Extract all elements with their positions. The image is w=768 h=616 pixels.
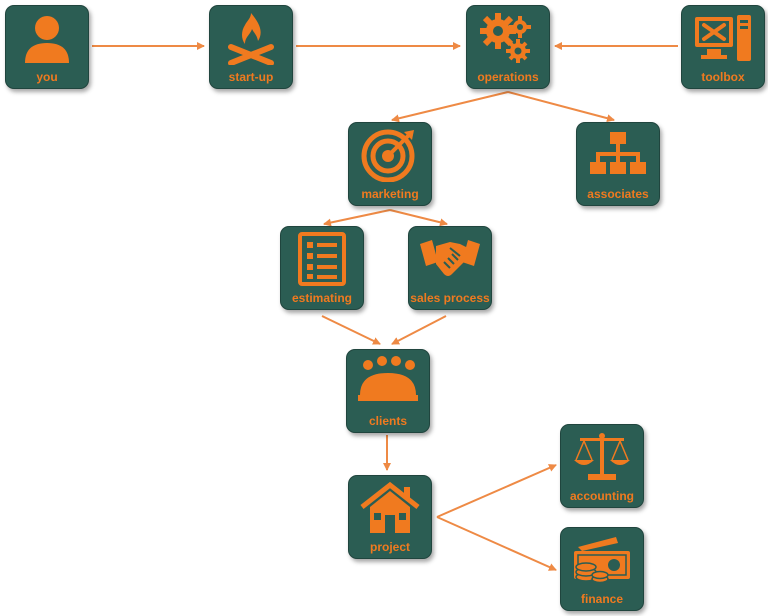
node-sales-process[interactable]: sales process (408, 226, 492, 310)
node-label: clients (368, 414, 407, 428)
node-label: toolbox (701, 70, 745, 84)
arrow-sales-clients (391, 315, 447, 345)
scales-icon (574, 433, 630, 480)
node-toolbox[interactable]: toolbox (681, 5, 765, 89)
computer-tools-icon (695, 15, 751, 61)
arrow-operations-associates (507, 91, 615, 123)
node-associates[interactable]: associates (576, 122, 660, 206)
node-operations[interactable]: operations (466, 5, 550, 89)
money-icon (574, 537, 630, 584)
node-accounting[interactable]: accounting (560, 424, 644, 508)
node-label: operations (477, 70, 539, 84)
node-label: start-up (228, 70, 274, 84)
node-label: project (369, 540, 410, 554)
node-clients[interactable]: clients (346, 349, 430, 433)
node-label: you (36, 70, 58, 84)
arrow-project-finance (436, 516, 557, 571)
checklist-icon (298, 232, 346, 286)
node-marketing[interactable]: marketing (348, 122, 432, 206)
node-finance[interactable]: finance (560, 527, 644, 611)
node-label: marketing (361, 187, 419, 201)
node-estimating[interactable]: estimating (280, 226, 364, 310)
arrow-operations-marketing (391, 91, 509, 123)
node-label: accounting (569, 489, 634, 503)
node-project[interactable]: project (348, 475, 432, 559)
arrow-project-accounting (436, 464, 557, 518)
person-icon (25, 16, 69, 63)
arrow-marketing-sales (389, 209, 448, 227)
gears-icon (480, 13, 531, 63)
node-label: sales process (410, 291, 490, 305)
target-icon (361, 129, 415, 182)
arrow-estimating-clients (321, 315, 381, 345)
arrow-marketing-estimating (323, 209, 391, 227)
campfire-icon (228, 13, 274, 65)
house-icon (360, 481, 420, 533)
meeting-icon (358, 356, 418, 401)
node-label: associates (587, 187, 649, 201)
node-you[interactable]: you (5, 5, 89, 89)
node-label: estimating (291, 291, 352, 305)
node-start-up[interactable]: start-up (209, 5, 293, 89)
handshake-icon (420, 240, 480, 276)
node-label: finance (580, 592, 623, 606)
org-chart-icon (590, 132, 646, 174)
